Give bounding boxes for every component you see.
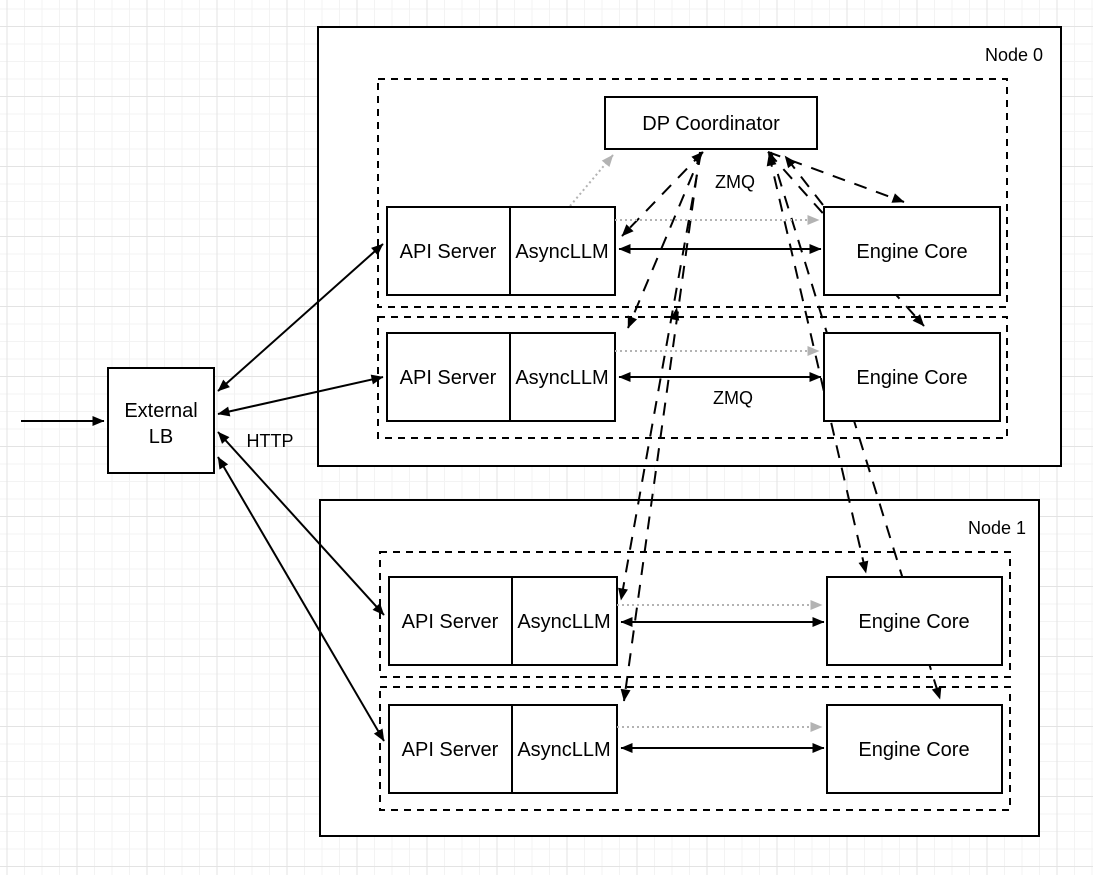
api-server-label-n0r2: API Server [400, 367, 497, 389]
arrow-coordinator-asyncllm-n1r2 [620, 151, 701, 702]
engine-core-label-n0r2: Engine Core [856, 367, 967, 389]
arrowhead-up-mid-icon [670, 307, 680, 321]
dp-coordinator-label: DP Coordinator [642, 113, 780, 135]
asyncllm-label-n0r2: AsyncLLM [515, 367, 608, 389]
asyncllm-box-n0r2 [509, 332, 616, 422]
api-server-label-n1r1: API Server [402, 611, 499, 633]
dp-coordinator-box [604, 96, 818, 150]
external-lb-label-line2: LB [149, 426, 173, 448]
asyncllm-label-n1r2: AsyncLLM [517, 739, 610, 761]
api-server-label-n1r2: API Server [402, 739, 499, 761]
zmq-label-coordinator: ZMQ [715, 172, 755, 192]
engine-core-box-n0r1 [823, 206, 1001, 296]
arrow-lb-api-n0r2 [217, 374, 384, 417]
arrow-coordinator-engine-n1r1 [766, 153, 869, 574]
arrow-coordinator-asyncllm-n1r1 [618, 151, 702, 601]
arrow-coordinator-engine-n1r2 [770, 151, 942, 700]
asyncllm-box-n1r2 [511, 704, 618, 794]
asyncllm-box-n0r1 [509, 206, 616, 296]
replica-group-node0-row2 [377, 316, 1008, 439]
api-server-box-n1r2 [388, 704, 513, 794]
asyncllm-label-n0r1: AsyncLLM [515, 241, 608, 263]
arrow-coordinator-asyncllm-n0r2 [627, 151, 703, 329]
node0-title: Node 0 [985, 45, 1043, 65]
api-server-box-n0r2 [386, 332, 511, 422]
arrow-lb-api-n0r1 [217, 243, 384, 392]
engine-core-box-n0r2 [823, 332, 1001, 422]
arrow-coordinator-asyncllm-n0r1 [621, 151, 704, 237]
http-label: HTTP [247, 431, 294, 451]
zmq-label-row2: ZMQ [713, 388, 753, 408]
engine-core-label-n1r2: Engine Core [858, 739, 969, 761]
engine-core-label-n0r1: Engine Core [856, 241, 967, 263]
asyncllm-label-n1r1: AsyncLLM [517, 611, 610, 633]
replica-group-node1-row2 [379, 686, 1011, 811]
replica-group-node0-row1 [377, 78, 1008, 308]
engine-core-box-n1r2 [826, 704, 1003, 794]
node1-title: Node 1 [968, 518, 1026, 538]
engine-core-label-n1r1: Engine Core [858, 611, 969, 633]
api-server-label-n0r1: API Server [400, 241, 497, 263]
asyncllm-box-n1r1 [511, 576, 618, 666]
arrow-asyncllm-coordinator-dotted [569, 154, 614, 207]
engine-core-box-n1r1 [826, 576, 1003, 666]
external-lb-label-line1: External [124, 400, 197, 422]
external-lb-box [107, 367, 215, 474]
arrow-lb-api-n1r2 [217, 456, 385, 742]
